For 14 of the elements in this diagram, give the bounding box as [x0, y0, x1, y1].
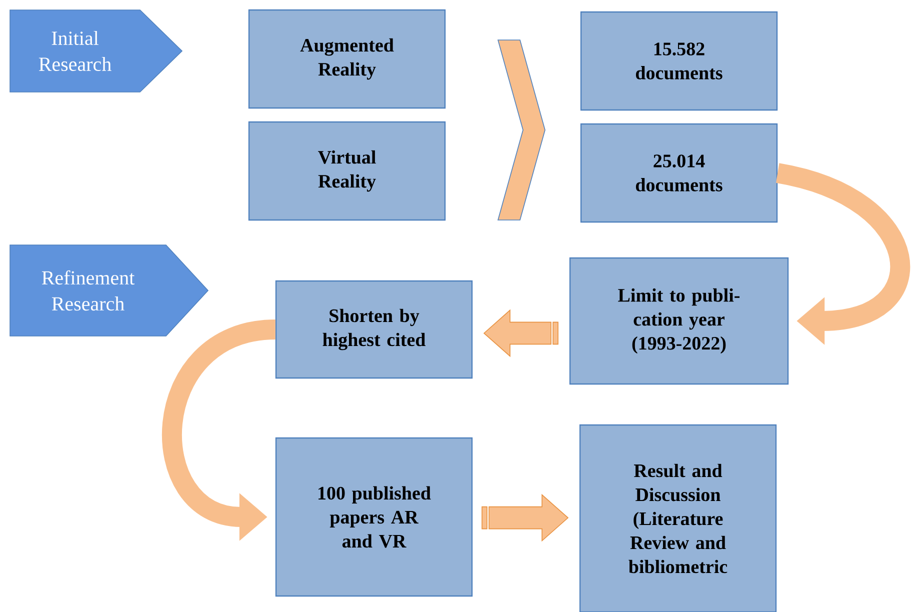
- process-box: 100 published papers AR and VR: [275, 437, 473, 597]
- process-box: 15.582 documents: [580, 11, 778, 111]
- process-box: Limit to publi- cation year (1993-2022): [569, 257, 789, 385]
- chevron-arrow: [497, 40, 546, 220]
- block-arrow: [482, 494, 569, 542]
- process-box: Augmented Reality: [248, 9, 446, 109]
- stage-arrow-label: Refinement Research: [10, 244, 209, 336]
- process-box: Result and Discussion (Literature Review and bibliometric: [579, 424, 777, 612]
- process-box: Shorten by highest cited: [275, 280, 473, 379]
- process-box: 25.014 documents: [580, 123, 778, 223]
- process-box: Virtual Reality: [248, 121, 446, 221]
- block-arrow: [483, 309, 558, 358]
- curved-arrow: [775, 163, 910, 345]
- stage-arrow-label: Initial Research: [10, 10, 183, 92]
